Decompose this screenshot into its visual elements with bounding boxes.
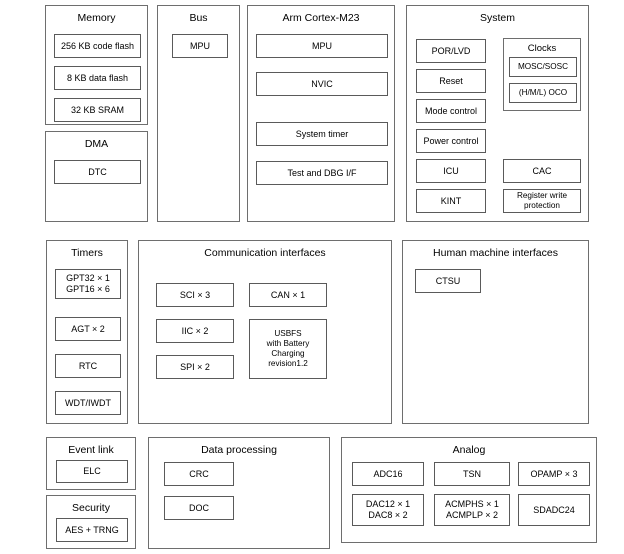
subgroup-title-clocks: Clocks xyxy=(527,43,557,54)
block-agt[interactable]: AGT × 2 xyxy=(55,317,121,341)
group-timers: Timers GPT32 × 1 GPT16 × 6 AGT × 2 RTC W… xyxy=(46,240,128,424)
block-cpu-mpu[interactable]: MPU xyxy=(256,34,388,58)
group-title-cpu: Arm Cortex-M23 xyxy=(282,12,360,24)
block-nvic[interactable]: NVIC xyxy=(256,72,388,96)
block-acmp[interactable]: ACMPHS × 1 ACMPLP × 2 xyxy=(434,494,510,526)
group-title-dma: DMA xyxy=(84,138,109,150)
block-doc[interactable]: DOC xyxy=(164,496,234,520)
group-data-processing: Data processing CRC DOC xyxy=(148,437,330,549)
group-title-communication-interfaces: Communication interfaces xyxy=(204,247,326,259)
group-analog: Analog ADC16 TSN OPAMP × 3 DAC12 × 1 DAC… xyxy=(341,437,597,543)
group-human-machine-interfaces: Human machine interfaces CTSU xyxy=(402,240,589,424)
block-gpt[interactable]: GPT32 × 1 GPT16 × 6 xyxy=(55,269,121,299)
group-title-security: Security xyxy=(72,502,110,514)
group-cpu: Arm Cortex-M23 MPU NVIC System timer Tes… xyxy=(247,5,395,222)
group-dma: DMA DTC xyxy=(45,131,148,222)
block-tsn[interactable]: TSN xyxy=(434,462,510,486)
block-aes-trng[interactable]: AES + TRNG xyxy=(56,518,128,542)
block-code-flash[interactable]: 256 KB code flash xyxy=(54,34,141,58)
group-bus: Bus MPU xyxy=(157,5,240,222)
block-register-write-protection[interactable]: Register write protection xyxy=(503,189,581,213)
group-title-memory: Memory xyxy=(77,12,116,24)
block-elc[interactable]: ELC xyxy=(56,460,128,483)
block-crc[interactable]: CRC xyxy=(164,462,234,486)
block-rtc[interactable]: RTC xyxy=(55,354,121,378)
group-event-link: Event link ELC xyxy=(46,437,136,490)
group-title-data-processing: Data processing xyxy=(201,444,277,456)
group-title-timers: Timers xyxy=(71,247,103,259)
group-title-human-machine-interfaces: Human machine interfaces xyxy=(433,247,558,259)
block-mode-control[interactable]: Mode control xyxy=(416,99,486,123)
group-title-bus: Bus xyxy=(189,12,208,24)
block-dac[interactable]: DAC12 × 1 DAC8 × 2 xyxy=(352,494,424,526)
block-reset[interactable]: Reset xyxy=(416,69,486,93)
block-bus-mpu[interactable]: MPU xyxy=(172,34,228,58)
block-mosc-sosc[interactable]: MOSC/SOSC xyxy=(509,57,577,77)
group-title-event-link: Event link xyxy=(68,444,114,456)
block-icu[interactable]: ICU xyxy=(416,159,486,183)
block-usbfs[interactable]: USBFS with Battery Charging revision1.2 xyxy=(249,319,327,379)
block-wdt-iwdt[interactable]: WDT/IWDT xyxy=(55,391,121,415)
block-opamp[interactable]: OPAMP × 3 xyxy=(518,462,590,486)
block-por-lvd[interactable]: POR/LVD xyxy=(416,39,486,63)
group-memory: Memory 256 KB code flash 8 KB data flash… xyxy=(45,5,148,125)
group-system: System POR/LVD Reset Mode control Power … xyxy=(406,5,589,222)
block-kint[interactable]: KINT xyxy=(416,189,486,213)
group-title-analog: Analog xyxy=(452,444,486,456)
block-cac[interactable]: CAC xyxy=(503,159,581,183)
group-security: Security AES + TRNG xyxy=(46,495,136,549)
block-hml-oco[interactable]: (H/M/L) OCO xyxy=(509,83,577,103)
group-communication-interfaces: Communication interfaces SCI × 3 IIC × 2… xyxy=(138,240,392,424)
block-spi[interactable]: SPI × 2 xyxy=(156,355,234,379)
block-sram[interactable]: 32 KB SRAM xyxy=(54,98,141,122)
block-power-control[interactable]: Power control xyxy=(416,129,486,153)
block-ctsu[interactable]: CTSU xyxy=(415,269,481,293)
block-sci[interactable]: SCI × 3 xyxy=(156,283,234,307)
block-system-timer[interactable]: System timer xyxy=(256,122,388,146)
group-title-system: System xyxy=(479,12,515,24)
block-data-flash[interactable]: 8 KB data flash xyxy=(54,66,141,90)
block-iic[interactable]: IIC × 2 xyxy=(156,319,234,343)
block-adc16[interactable]: ADC16 xyxy=(352,462,424,486)
block-sdadc24[interactable]: SDADC24 xyxy=(518,494,590,526)
block-can[interactable]: CAN × 1 xyxy=(249,283,327,307)
block-dtc[interactable]: DTC xyxy=(54,160,141,184)
subgroup-clocks: Clocks MOSC/SOSC (H/M/L) OCO xyxy=(503,38,581,111)
block-test-dbg-if[interactable]: Test and DBG I/F xyxy=(256,161,388,185)
